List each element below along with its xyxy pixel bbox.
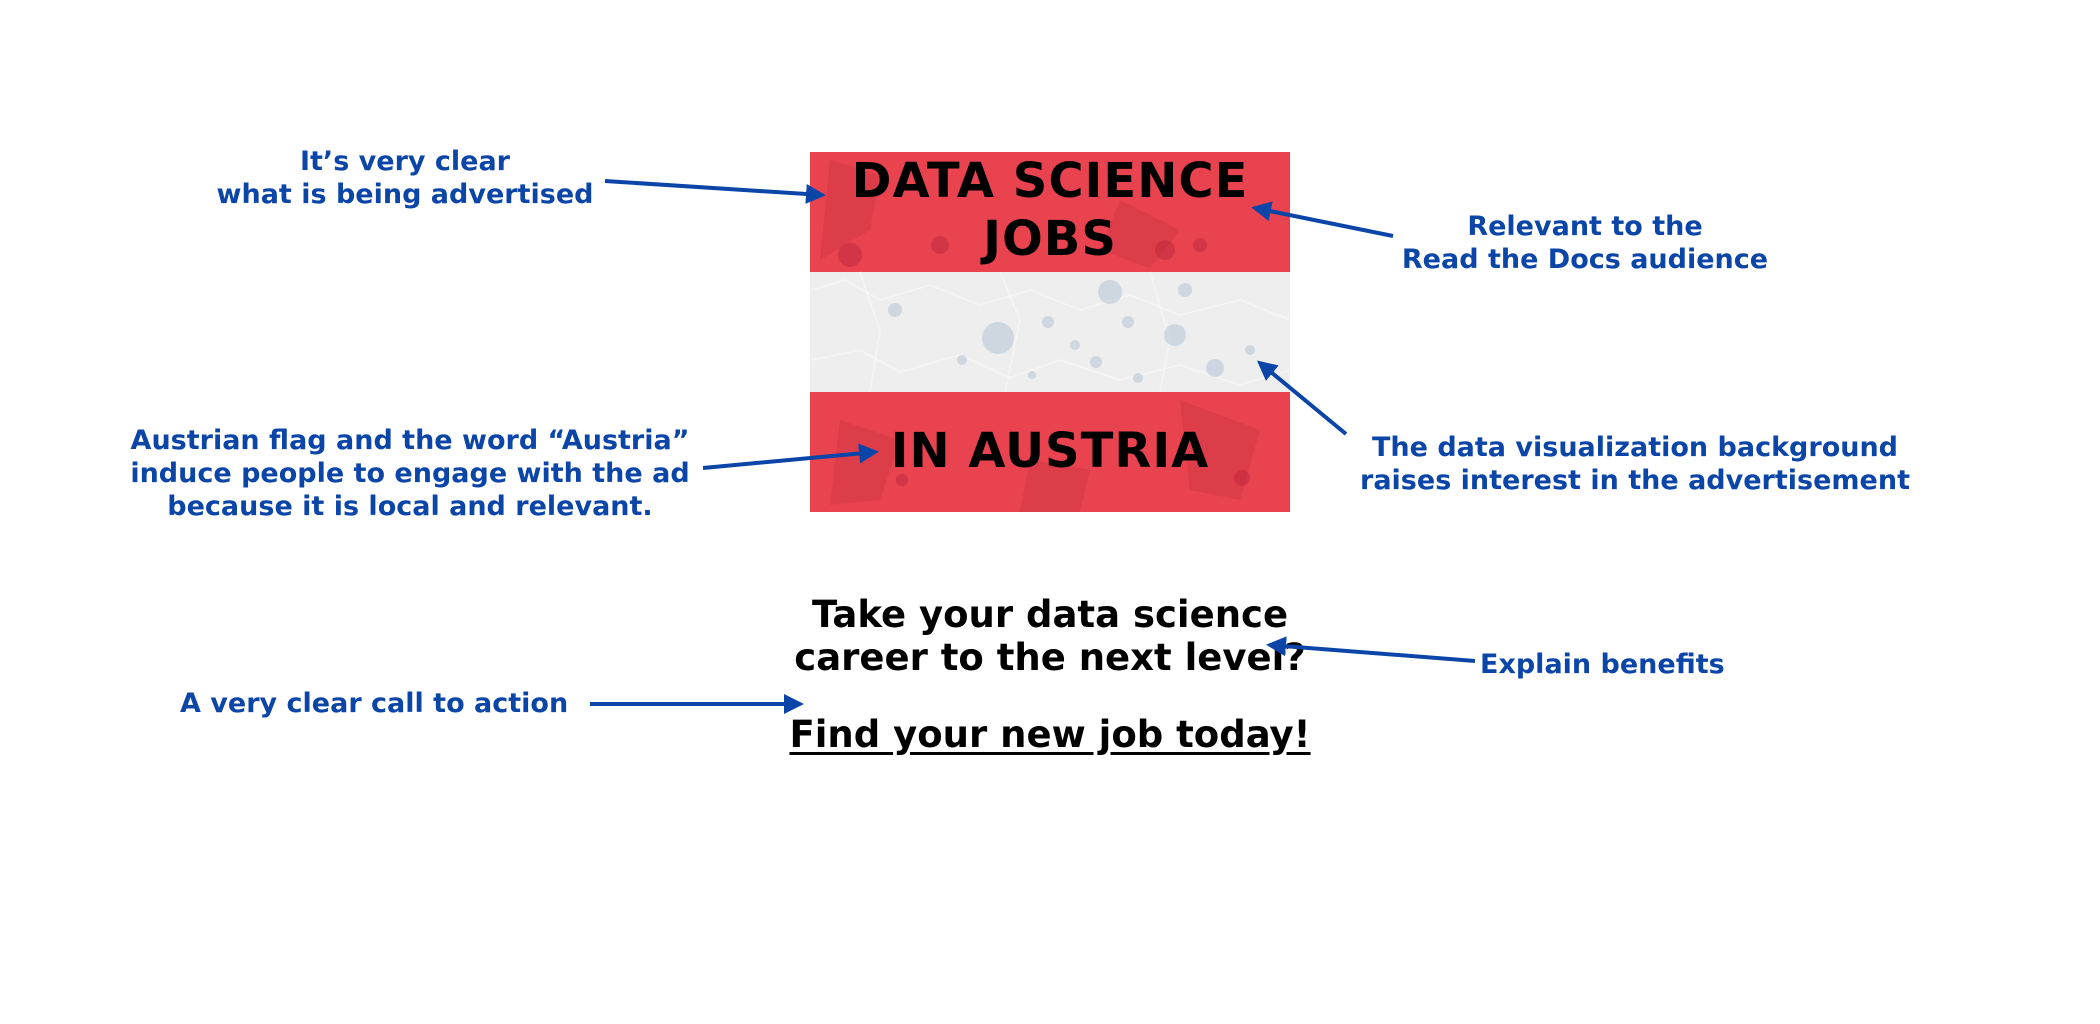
annotation-explain-benefits: Explain benefits <box>1480 649 1725 680</box>
arrow-austrian-flag <box>702 443 879 470</box>
call-to-action-link[interactable]: Find your new job today! <box>789 713 1311 756</box>
austrian-flag-image <box>810 152 1290 512</box>
arrow-clear-advertised <box>604 179 826 204</box>
data-points <box>888 280 1255 383</box>
flag-bottom-stripe <box>810 392 1290 512</box>
annotation-relevant-audience: Relevant to the Read the Docs audience <box>1401 211 1769 275</box>
arrow-data-visualization <box>1256 360 1348 436</box>
data-points-red <box>838 236 1250 486</box>
annotation-clear-advertised: It’s very clear what is being advertised <box>216 146 594 210</box>
ad-location: IN AUSTRIA <box>890 423 1210 479</box>
flag-top-stripe <box>810 152 1290 272</box>
arrow-relevant-audience <box>1251 201 1394 238</box>
ad-tagline: Take your data science career to the nex… <box>794 593 1306 679</box>
annotation-data-visualization: The data visualization background raises… <box>1360 432 1910 496</box>
annotation-austrian-flag: Austrian flag and the word “Austria” ind… <box>130 425 690 522</box>
arrow-explain-benefits <box>1266 636 1476 663</box>
annotation-call-to-action: A very clear call to action <box>180 688 569 719</box>
ad-headline: DATA SCIENCE JOBS <box>851 153 1249 267</box>
map-regions-dark <box>820 160 1260 512</box>
